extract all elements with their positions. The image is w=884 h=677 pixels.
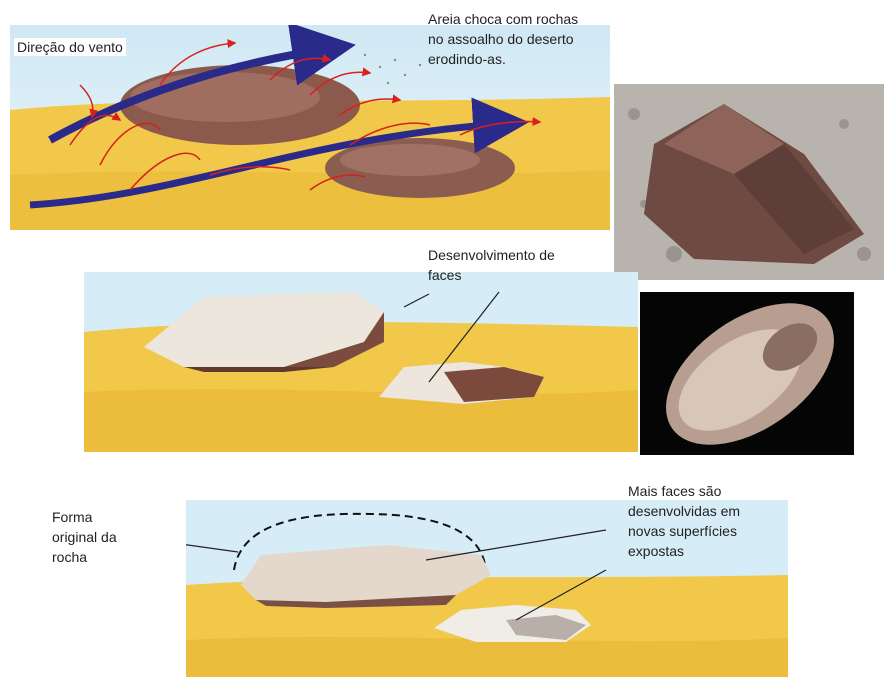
wind-direction-label: Direção do vento	[14, 38, 126, 56]
original-shape-label-line1: Forma	[52, 508, 92, 526]
sand-impact-label-line3: erodindo-as.	[428, 50, 506, 68]
faces-label-line2: faces	[428, 266, 461, 284]
photo-ventifact-rock	[614, 84, 884, 280]
sand-impact-label-line1: Areia choca com rochas	[428, 10, 578, 28]
panel-faces-development	[84, 272, 638, 452]
sand-impact-label-line2: no assoalho do deserto	[428, 30, 574, 48]
panel-faces-illustration	[84, 272, 638, 452]
more-faces-label-line2: desenvolvidas em	[628, 502, 740, 520]
more-faces-label-line4: expostas	[628, 542, 684, 560]
more-faces-label-line3: novas superfícies	[628, 522, 737, 540]
faces-label-line1: Desenvolvimento de	[428, 246, 555, 264]
original-shape-label-line3: rocha	[52, 548, 87, 566]
original-shape-label-line2: original da	[52, 528, 117, 546]
more-faces-label-line1: Mais faces são	[628, 482, 721, 500]
photo-polished-rock	[640, 292, 854, 455]
